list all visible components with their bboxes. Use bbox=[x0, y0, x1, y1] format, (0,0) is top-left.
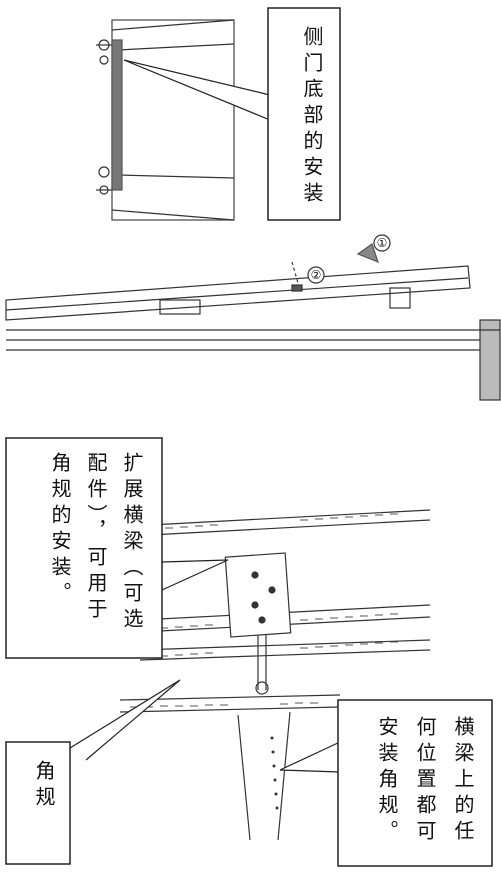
panel-install-illustration bbox=[5, 243, 501, 401]
step-2-marker bbox=[307, 266, 325, 284]
gauge-dots bbox=[270, 736, 279, 810]
step-2-label: ② bbox=[310, 268, 322, 282]
cross-beam-callout-pointer bbox=[279, 741, 341, 773]
step-1-label: ① bbox=[376, 236, 388, 250]
extension-callout-box bbox=[5, 437, 163, 659]
angle-gauge-callout-pointer bbox=[69, 679, 181, 761]
beam-slot-marks bbox=[130, 513, 398, 708]
side-door-label: 侧门底部的安装 bbox=[300, 26, 324, 208]
extension-beam-label: 扩展横梁（可选配件），可用于角规的安装。 bbox=[48, 452, 144, 634]
angle-gauge-label: 角规 bbox=[32, 760, 56, 812]
side-door-callout-pointer bbox=[123, 59, 271, 121]
beam-illustration bbox=[119, 509, 431, 841]
step-1-marker bbox=[373, 234, 391, 252]
angle-gauge-callout-box bbox=[5, 741, 71, 865]
side-door-illustration bbox=[96, 19, 235, 221]
cross-beam-label: 横梁上的任何位置都可安装角规。 bbox=[375, 716, 475, 846]
cross-beam-callout-box bbox=[337, 699, 493, 867]
side-door-callout-box bbox=[267, 7, 341, 221]
extension-callout-pointer bbox=[161, 559, 229, 591]
